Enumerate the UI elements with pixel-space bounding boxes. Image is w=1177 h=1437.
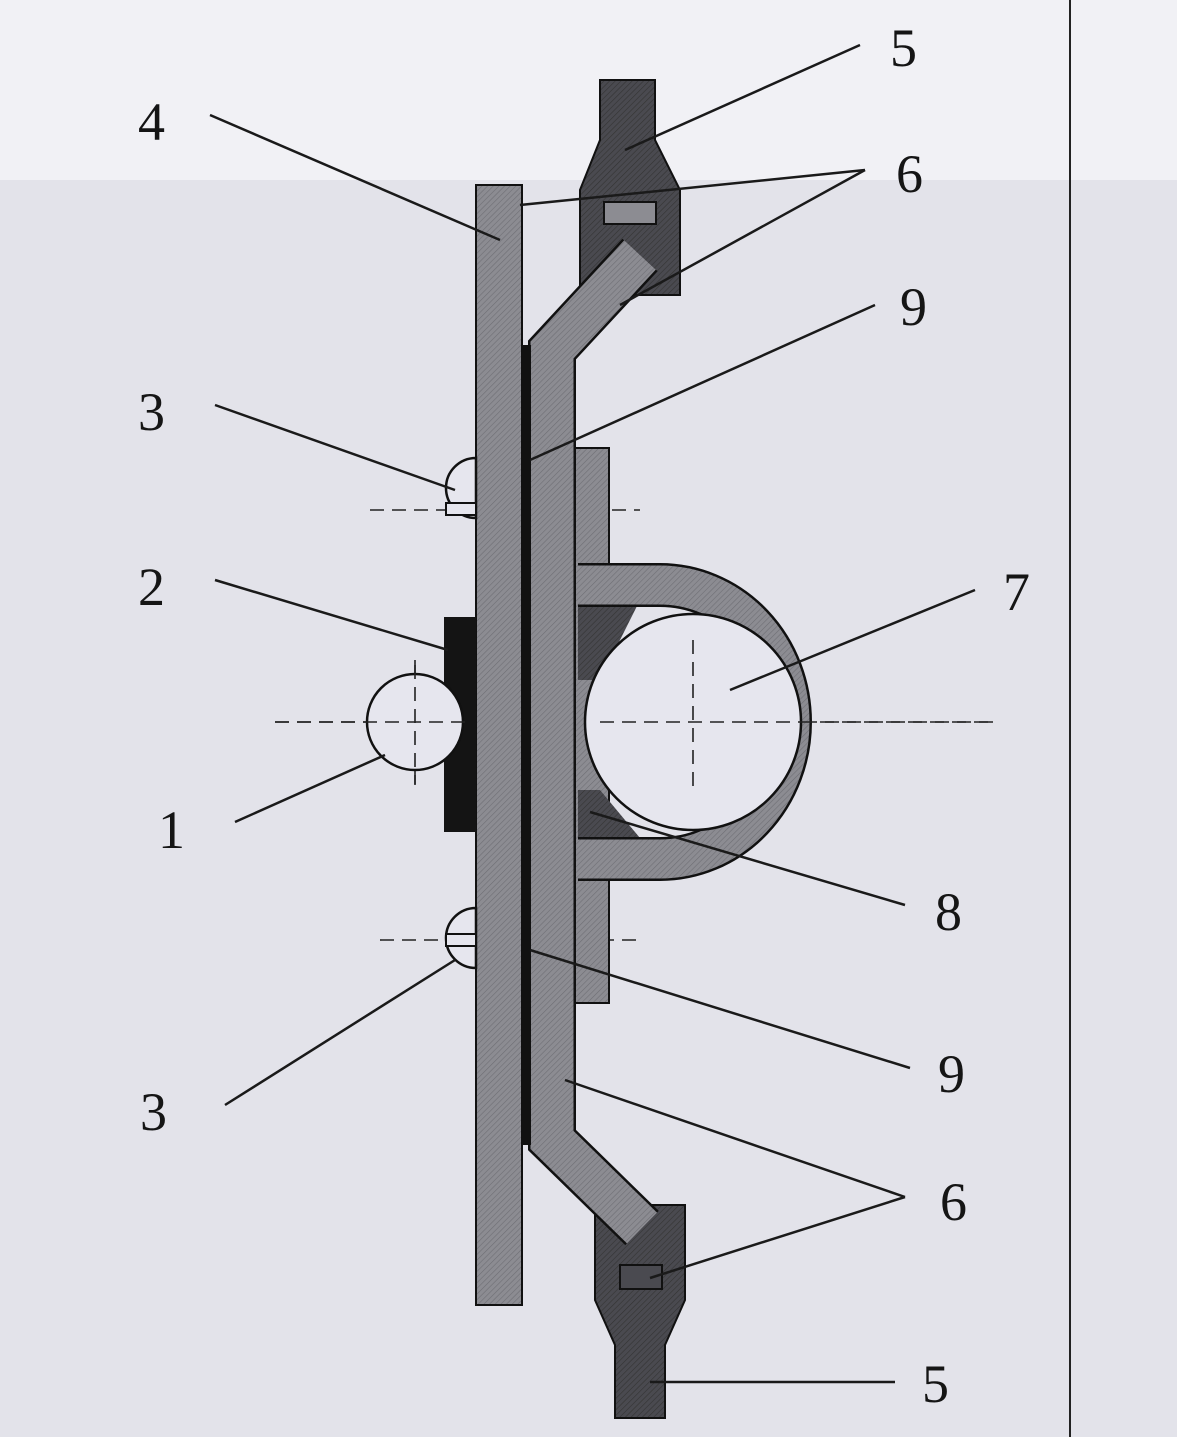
label-6-top: 6 bbox=[896, 144, 923, 204]
label-9-top: 9 bbox=[900, 277, 927, 337]
bottom-clamp bbox=[594, 1204, 686, 1419]
top-clamp bbox=[579, 79, 681, 296]
label-9-bottom: 9 bbox=[938, 1044, 965, 1104]
top-band bbox=[0, 0, 1177, 180]
insulating-strip-9 bbox=[521, 345, 531, 1145]
bent-plate bbox=[528, 238, 659, 1246]
label-1: 1 bbox=[158, 800, 185, 860]
leader-lines bbox=[209, 43, 976, 1384]
label-2: 2 bbox=[138, 557, 165, 617]
label-3-bottom: 3 bbox=[140, 1082, 167, 1142]
label-8: 8 bbox=[935, 882, 962, 942]
base-plate-4 bbox=[475, 184, 523, 1306]
screw-bottom-slot bbox=[445, 933, 477, 947]
label-7: 7 bbox=[1003, 562, 1030, 622]
label-6-bottom: 6 bbox=[940, 1172, 967, 1232]
label-5-top: 5 bbox=[890, 18, 917, 78]
label-4: 4 bbox=[138, 92, 165, 152]
screw-top-slot bbox=[445, 502, 477, 516]
label-3-top: 3 bbox=[138, 382, 165, 442]
filler-8 bbox=[578, 600, 650, 850]
label-5-bottom: 5 bbox=[922, 1354, 949, 1414]
